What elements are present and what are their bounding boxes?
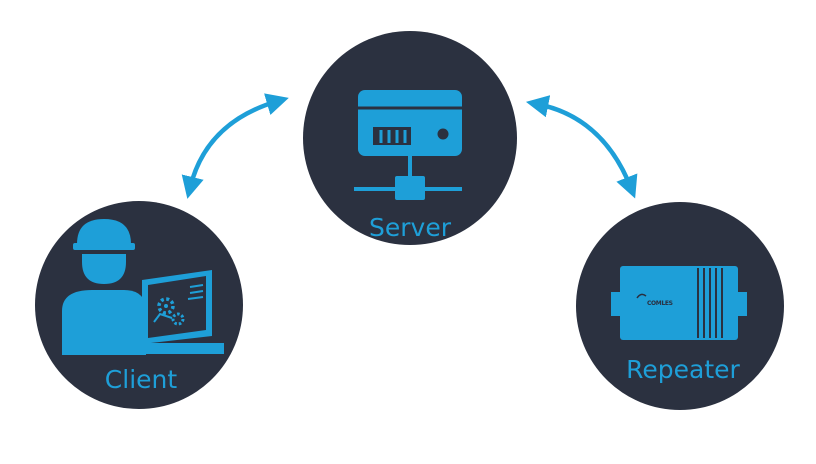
server-node: Server <box>303 31 517 245</box>
worker-at-computer-icon <box>62 219 224 355</box>
server-label: Server <box>369 213 452 242</box>
repeater-node: COMLES Repeater <box>576 202 784 410</box>
client-label: Client <box>105 365 178 394</box>
repeater-device-icon: COMLES <box>611 266 747 340</box>
repeater-label: Repeater <box>626 355 740 384</box>
arrow-server-repeater <box>525 95 638 199</box>
arrow-client-server <box>181 93 289 199</box>
repeater-brand-logo: COMLES <box>647 300 673 307</box>
client-node: Client <box>35 201 243 409</box>
server-icon <box>354 90 462 200</box>
